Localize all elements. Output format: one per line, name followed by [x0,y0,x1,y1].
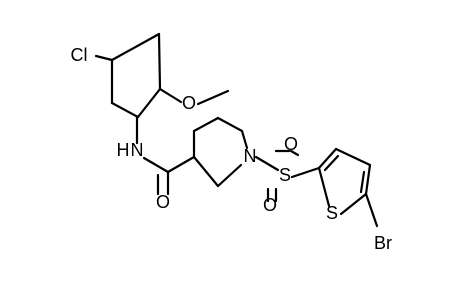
bond [216,116,244,133]
ether-oxygen-label: O [182,93,196,113]
bond [216,163,243,188]
bond [364,163,372,196]
bond [254,155,280,172]
piperidine-nitrogen-label: N [244,146,257,166]
bond [110,101,140,119]
carbonyl-oxygen-label: O [156,192,170,212]
bond [290,166,321,179]
bond [110,32,161,62]
amide-hydrogen-label: H [117,140,130,160]
bond [339,192,368,216]
bond [158,87,183,104]
bond [323,154,340,172]
bond [142,156,170,174]
bond [196,89,230,106]
atom-labels: Cl O N H O N S O O S Br [71,45,393,253]
bond [192,116,220,133]
bond [136,87,162,119]
bond [317,147,338,170]
bond [359,170,366,194]
bromine-label: Br [374,233,392,253]
bond [94,54,114,62]
sulfonyl-sulfur-label: S [279,165,291,185]
bond [157,32,162,91]
thiophene-sulfur-label: S [326,203,338,223]
bond [289,149,300,157]
bond [334,147,372,167]
sulfonyl-oxygen-top-label: O [284,134,298,154]
amide-nitrogen-label: N [131,140,144,160]
bond [240,129,249,150]
sulfonyl-oxygen-bottom-label: O [263,195,277,215]
bond [192,155,220,188]
chlorine-label: Cl [71,45,88,65]
bond [364,192,379,228]
bond-lines [94,32,379,228]
bond [166,155,196,174]
bond [317,166,331,208]
